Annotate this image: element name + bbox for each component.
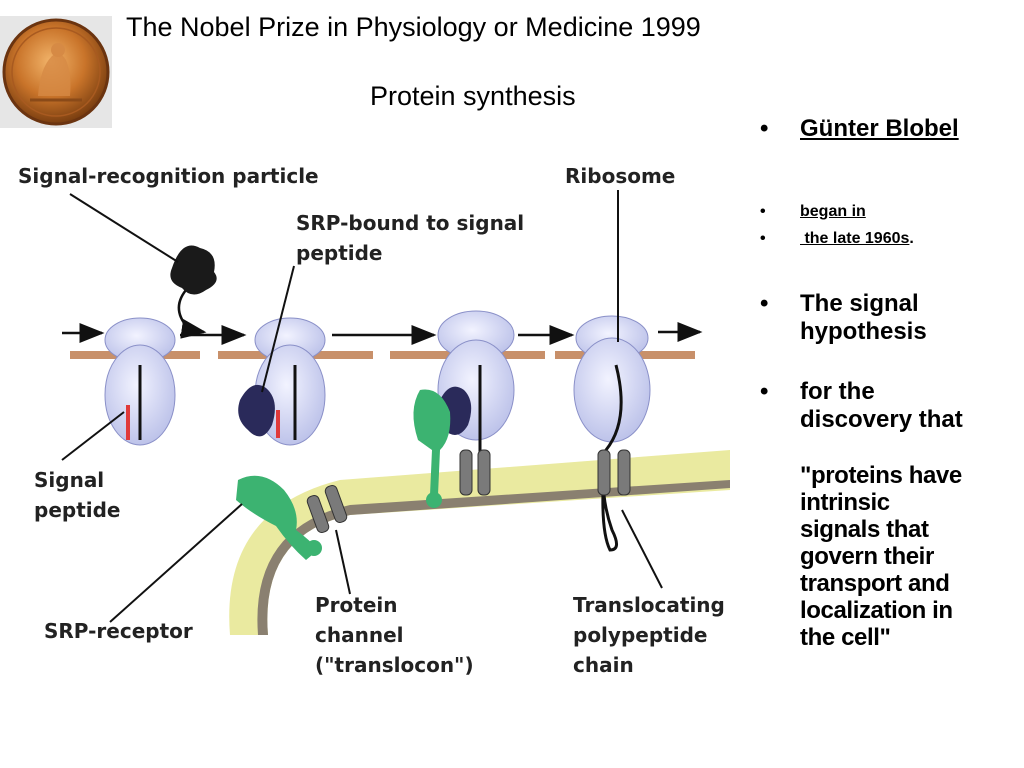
label-protein-channel-1: Protein (315, 593, 397, 617)
label-protein-channel-2: channel (315, 623, 404, 647)
label-srp: Signal-recognition particle (18, 164, 319, 188)
discovery-quote: "proteins have intrinsic signals that go… (800, 462, 962, 651)
ribosome-4 (573, 315, 651, 552)
pointer-lines (61, 190, 663, 623)
label-translocating-3: chain (573, 653, 634, 677)
slide-subtitle: Protein synthesis (370, 81, 576, 111)
ribosome-2 (238, 317, 326, 446)
translocon-channels (306, 449, 631, 533)
protein-synthesis-diagram: Signal-recognition particle Ribosome SRP… (0, 150, 750, 710)
laureate-name: Günter Blobel (800, 115, 959, 142)
label-signal-peptide-1: Signal (34, 468, 104, 492)
label-signal-peptide-2: peptide (34, 498, 121, 522)
srp-receptor (236, 389, 451, 560)
label-protein-channel-3: ("translocon") (315, 653, 474, 677)
label-translocating-2: polypeptide (573, 623, 707, 647)
flow-arrows (62, 289, 703, 345)
signal-recognition-particle (170, 245, 217, 295)
slide-title: The Nobel Prize in Physiology or Medicin… (126, 12, 701, 42)
label-translocating-1: Translocating (573, 593, 725, 617)
label-srp-bound-2: peptide (296, 241, 383, 265)
label-srp-bound-1: SRP-bound to signal (296, 211, 524, 235)
label-srp-receptor: SRP-receptor (44, 619, 193, 643)
nobel-medal-image (0, 16, 112, 128)
label-ribosome: Ribosome (565, 164, 675, 188)
ribosome-3 (436, 310, 515, 470)
ribosome-1 (104, 317, 176, 446)
